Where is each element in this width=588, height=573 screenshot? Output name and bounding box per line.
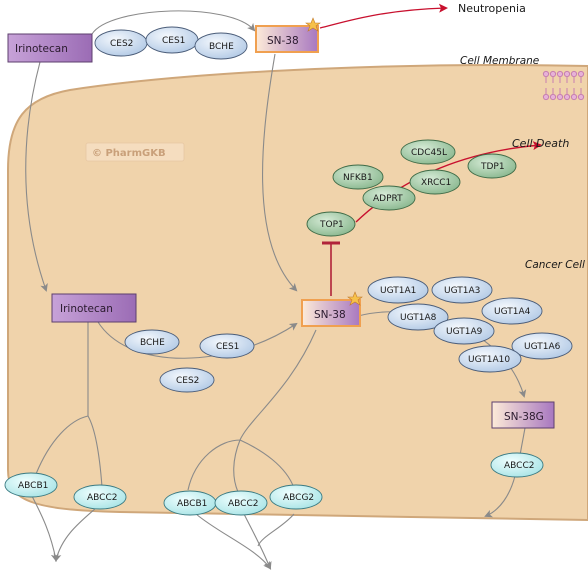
enzyme-ces2-top[interactable]: CES2 bbox=[94, 29, 148, 57]
enzyme-ces1-top[interactable]: CES1 bbox=[145, 26, 199, 54]
drug-label: SN-38G bbox=[504, 411, 544, 423]
enzyme-label: UGT1A10 bbox=[468, 355, 510, 365]
drug-label: Irinotecan bbox=[15, 43, 68, 55]
enzyme-ugt1a3[interactable]: UGT1A3 bbox=[431, 276, 493, 304]
target-top1[interactable]: TOP1 bbox=[306, 211, 356, 237]
enzyme-ugt1a10[interactable]: UGT1A10 bbox=[458, 345, 522, 373]
enzyme-ugt1a6[interactable]: UGT1A6 bbox=[511, 332, 573, 360]
membrane-lipid-icon bbox=[542, 70, 585, 101]
enzyme-ugt1a4[interactable]: UGT1A4 bbox=[481, 297, 543, 325]
arrow-abcc2-right-efflux bbox=[484, 475, 516, 518]
enzyme-label: CES1 bbox=[162, 36, 185, 46]
active-star-icon bbox=[347, 291, 363, 306]
target-tdp1[interactable]: TDP1 bbox=[467, 153, 517, 179]
enzyme-label: BCHE bbox=[140, 338, 165, 348]
arrow-irinotecan-to-sn38-outside bbox=[91, 10, 256, 35]
enzyme-label: CES2 bbox=[176, 376, 199, 386]
cancer-cell-body bbox=[7, 64, 588, 522]
outcome-neutropenia: Neutropenia bbox=[458, 2, 526, 15]
arrow-left-efflux-network bbox=[35, 322, 103, 488]
enzyme-label: CES2 bbox=[110, 39, 133, 49]
transporter-abcc2-right[interactable]: ABCC2 bbox=[490, 452, 544, 478]
drug-label: SN-38 bbox=[267, 35, 299, 47]
enzyme-label: UGT1A4 bbox=[494, 307, 531, 317]
enzyme-bche-top[interactable]: BCHE bbox=[194, 32, 248, 60]
enzyme-label: UGT1A9 bbox=[446, 327, 483, 337]
target-nfkb1[interactable]: NFKB1 bbox=[332, 164, 384, 190]
transporter-label: ABCB1 bbox=[18, 481, 48, 491]
target-adprt[interactable]: ADPRT bbox=[362, 185, 416, 211]
transporter-label: ABCC2 bbox=[87, 493, 117, 503]
target-label: TDP1 bbox=[480, 162, 505, 172]
enzyme-label: UGT1A1 bbox=[380, 286, 416, 296]
watermark: © PharmGKB bbox=[92, 148, 166, 159]
arrow-abcc2-left-out bbox=[53, 507, 97, 562]
target-cdc45l[interactable]: CDC45L bbox=[400, 139, 456, 165]
arrow-irinotecan-uptake bbox=[25, 61, 48, 292]
arrow-middle-efflux-network bbox=[187, 329, 317, 493]
label-cancer-cell: Cancer Cell bbox=[525, 259, 585, 271]
target-label: XRCC1 bbox=[421, 178, 451, 188]
target-label: ADPRT bbox=[373, 194, 403, 204]
label-cell-membrane: Cell Membrane bbox=[460, 55, 539, 67]
enzyme-label: UGT1A3 bbox=[444, 286, 480, 296]
transporter-label: ABCG2 bbox=[283, 493, 314, 503]
enzyme-ugt1a1[interactable]: UGT1A1 bbox=[367, 276, 429, 304]
active-star-icon bbox=[305, 17, 321, 32]
arrow-sn38g-to-abcc2 bbox=[519, 427, 526, 456]
arrow-sn38-to-neutropenia bbox=[319, 3, 448, 29]
enzyme-ces2-inner[interactable]: CES2 bbox=[159, 367, 215, 393]
enzyme-ugt1a9[interactable]: UGT1A9 bbox=[433, 317, 495, 345]
arrow-abcb1-left-out bbox=[31, 495, 59, 562]
arrow-sn38-uptake bbox=[261, 53, 298, 292]
arrow-abcg2-mid-out bbox=[257, 513, 295, 547]
enzyme-label: UGT1A6 bbox=[524, 342, 561, 352]
target-label: NFKB1 bbox=[343, 173, 373, 183]
enzyme-label: UGT1A8 bbox=[400, 313, 437, 323]
arrow-irinotecan-to-sn38-inside bbox=[97, 321, 298, 359]
drug-sn38-outside[interactable]: SN-38 bbox=[255, 17, 321, 53]
transporter-label: ABCC2 bbox=[504, 461, 534, 471]
drug-label: SN-38 bbox=[314, 309, 346, 321]
drug-sn38g[interactable]: SN-38G bbox=[491, 401, 555, 429]
target-label: TOP1 bbox=[319, 220, 344, 230]
enzyme-label: CES1 bbox=[216, 342, 239, 352]
transporter-abcb1-left[interactable]: ABCB1 bbox=[4, 472, 58, 498]
drug-sn38-inside[interactable]: SN-38 bbox=[301, 291, 363, 327]
enzyme-bche-inner[interactable]: BCHE bbox=[124, 329, 180, 355]
transporter-label: ABCB1 bbox=[177, 499, 207, 509]
enzyme-ces1-inner[interactable]: CES1 bbox=[199, 333, 255, 359]
arrow-abcc2-mid-out bbox=[243, 513, 272, 570]
watermark-box bbox=[85, 142, 185, 162]
drug-label: Irinotecan bbox=[60, 303, 113, 315]
transporter-abcb1-mid[interactable]: ABCB1 bbox=[163, 490, 217, 516]
target-xrcc1[interactable]: XRCC1 bbox=[409, 169, 461, 195]
drug-irinotecan-outside[interactable]: Irinotecan bbox=[7, 33, 93, 63]
outcome-cell-death: Cell Death bbox=[512, 137, 569, 150]
enzyme-ugt1a8[interactable]: UGT1A8 bbox=[387, 303, 449, 331]
transporter-label: ABCC2 bbox=[228, 499, 258, 509]
transporter-abcc2-mid[interactable]: ABCC2 bbox=[214, 490, 268, 516]
transporter-abcc2-left[interactable]: ABCC2 bbox=[73, 484, 127, 510]
transporter-abcg2-mid[interactable]: ABCG2 bbox=[269, 484, 323, 510]
target-label: CDC45L bbox=[411, 148, 447, 158]
enzyme-label: BCHE bbox=[209, 42, 234, 52]
drug-irinotecan-inside[interactable]: Irinotecan bbox=[51, 293, 137, 323]
arrow-abcb1-mid-out bbox=[195, 513, 272, 570]
inhibition-sn38-top1 bbox=[322, 241, 340, 296]
